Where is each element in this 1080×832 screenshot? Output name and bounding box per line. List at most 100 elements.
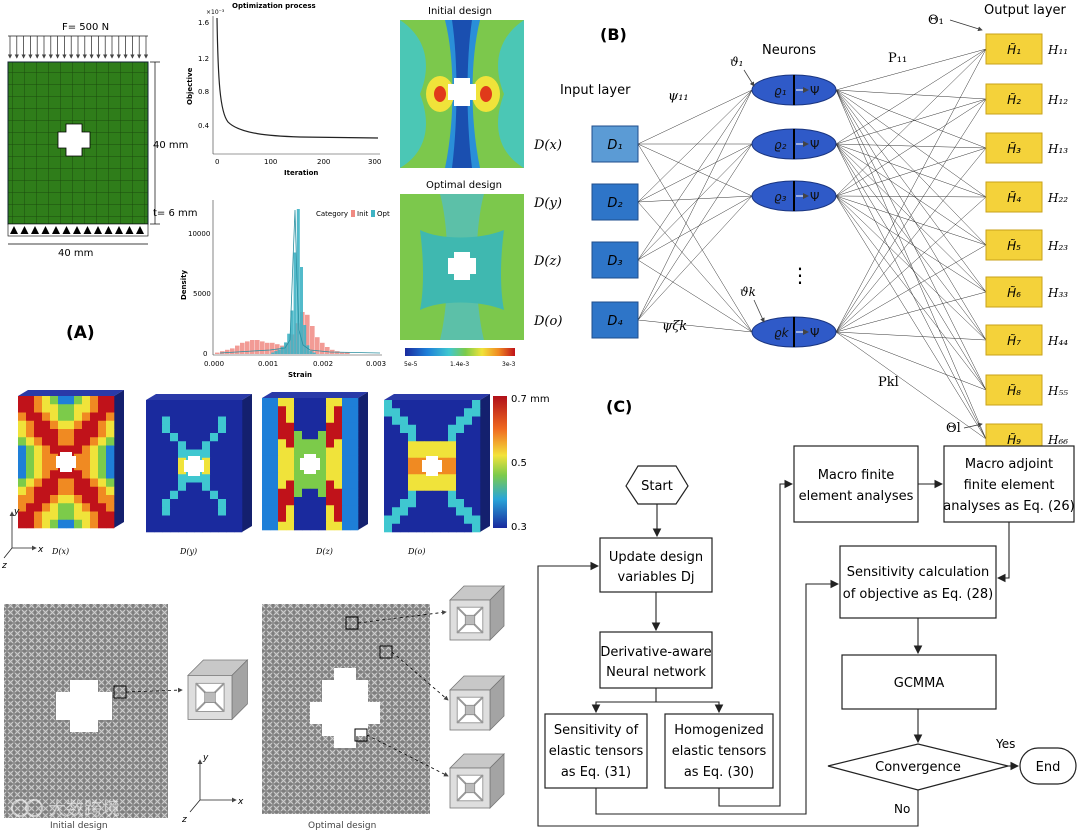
- unit-cell-opt-3: [449, 753, 505, 809]
- nn-edge: [835, 143, 987, 341]
- nn-edge: [835, 244, 987, 333]
- hist-bar-init: [245, 341, 250, 354]
- nn-edge: [835, 195, 987, 246]
- output-node: [985, 83, 1043, 115]
- hist-bar-opt: [306, 345, 310, 354]
- opt-ytick-1: 1.2: [198, 55, 209, 63]
- objective-curve: [216, 17, 379, 139]
- hist-bar-init: [315, 337, 320, 354]
- yes-label: Yes: [995, 737, 1015, 751]
- legend-title: Category: [316, 210, 348, 218]
- hist-xtick-1: 0.001: [258, 360, 278, 368]
- opt-ytick-2: 0.8: [198, 88, 209, 96]
- neuron-fn: Ψ: [810, 138, 819, 152]
- start-text: Start: [641, 479, 673, 494]
- hist-xtick-3: 0.003: [366, 360, 386, 368]
- hist-bar-init: [335, 351, 340, 354]
- output-node: [985, 33, 1043, 65]
- optimal-title: Optimal design: [426, 180, 502, 191]
- nn-edge: [835, 48, 987, 333]
- neuron-text: ϱk: [774, 326, 790, 340]
- watermark: 大数跨境: [11, 799, 120, 820]
- sens-elastic-line1: Sensitivity of: [554, 723, 639, 738]
- neurons-label: Neurons: [762, 43, 816, 58]
- sens-elastic-box: [544, 713, 648, 789]
- watermark-text: 大数跨境: [48, 799, 120, 820]
- no-label: No: [894, 802, 910, 816]
- macro-fe-box: [793, 445, 919, 523]
- neuron-text: ϱ₂: [774, 138, 787, 152]
- optimal-lattice-caption: Optimal design: [308, 821, 376, 831]
- legend-init: Init: [357, 210, 368, 218]
- hist-bar-init: [265, 342, 270, 354]
- disp-axis-x: x: [37, 545, 44, 555]
- input-node: [591, 125, 639, 163]
- macro-fe-line2: element analyses: [799, 489, 914, 504]
- sens-calc-line2: of objective as Eq. (28): [843, 587, 993, 602]
- nn-edge: [835, 89, 987, 198]
- gcmma-box: [841, 654, 997, 710]
- hist-bar-init: [215, 352, 220, 354]
- nn-edge: [637, 89, 753, 261]
- flow-arrows: [537, 479, 1020, 827]
- disp-legend-min: 0.3: [511, 522, 527, 533]
- big-theta-1-label: Θ₁: [928, 13, 944, 28]
- lattice-designs: Initial design Optimal design y x z 大数跨境: [4, 585, 505, 831]
- optimization-chart: Optimization process ×10⁻³ 1.6 1.2 0.8 0…: [186, 2, 381, 177]
- fe-model: F= 500 N 40 mm t= 6 mm 40 mm: [7, 22, 198, 259]
- macro-adj-line3: analyses as Eq. (26): [943, 499, 1074, 514]
- hist-bar-init: [235, 345, 240, 354]
- initial-design-map: Initial design: [400, 6, 524, 168]
- nn-edge: [637, 89, 753, 321]
- psi-11-label: ψ₁₁: [668, 89, 689, 104]
- neuron-fn: Ψ: [810, 326, 819, 340]
- support-triangles: [10, 226, 144, 234]
- input-node-text: D₃: [607, 254, 622, 269]
- nn-edge: [835, 147, 987, 333]
- lattice-axis-z: z: [181, 815, 187, 825]
- hist-bar-init: [260, 341, 265, 354]
- output-node-text: H̃₈: [1007, 384, 1021, 398]
- hist-bar-opt: [277, 349, 281, 354]
- unit-cell-opt-2: [449, 675, 505, 731]
- hist-bar-opt: [296, 209, 300, 354]
- nn-edge: [835, 143, 987, 149]
- unit-cell-opt-1: [449, 585, 505, 641]
- hist-bar-init: [240, 342, 245, 354]
- hist-ytick-0: 10000: [188, 230, 210, 238]
- opt-xtick-1: 100: [264, 158, 277, 166]
- output-label: H₆₆: [1047, 433, 1068, 447]
- height-label: 40 mm: [153, 140, 188, 151]
- nn-edge: [835, 195, 987, 198]
- input-label: D(z): [533, 254, 561, 269]
- stress-colorbar: [405, 348, 515, 356]
- output-node: [985, 132, 1043, 164]
- unit-cells: [187, 585, 505, 809]
- hist-bar-init: [225, 349, 230, 354]
- macro-adj-line1: Macro adjoint: [965, 457, 1053, 472]
- nn-edge: [637, 195, 753, 203]
- nn-edge: [835, 331, 987, 440]
- initial-lattice-caption: Initial design: [50, 821, 108, 831]
- input-node-text: D₁: [607, 138, 622, 153]
- output-node: [985, 229, 1043, 261]
- rho-kl-label: Pkl: [878, 375, 899, 390]
- thickness-label: t= 6 mm: [153, 208, 198, 219]
- hist-xtick-0: 0.000: [204, 360, 224, 368]
- hist-bar-opt: [300, 267, 303, 354]
- output-layer-label: Output layer: [984, 3, 1067, 18]
- output-label: H₄₄: [1047, 334, 1068, 348]
- lattice-axis-x: x: [237, 797, 244, 807]
- disp-label-y: D(y): [179, 547, 197, 556]
- opt-ytick-3: 0.4: [198, 122, 210, 130]
- width-label: 40 mm: [58, 248, 93, 259]
- homog-line3: as Eq. (30): [684, 765, 754, 780]
- disp-axis-y: y: [13, 507, 20, 517]
- disp-label-z: D(z): [315, 547, 333, 556]
- support-triangle: [62, 226, 71, 234]
- output-node-text: H̃₄: [1007, 191, 1021, 205]
- theta-1-label: ϑ₁: [730, 55, 743, 69]
